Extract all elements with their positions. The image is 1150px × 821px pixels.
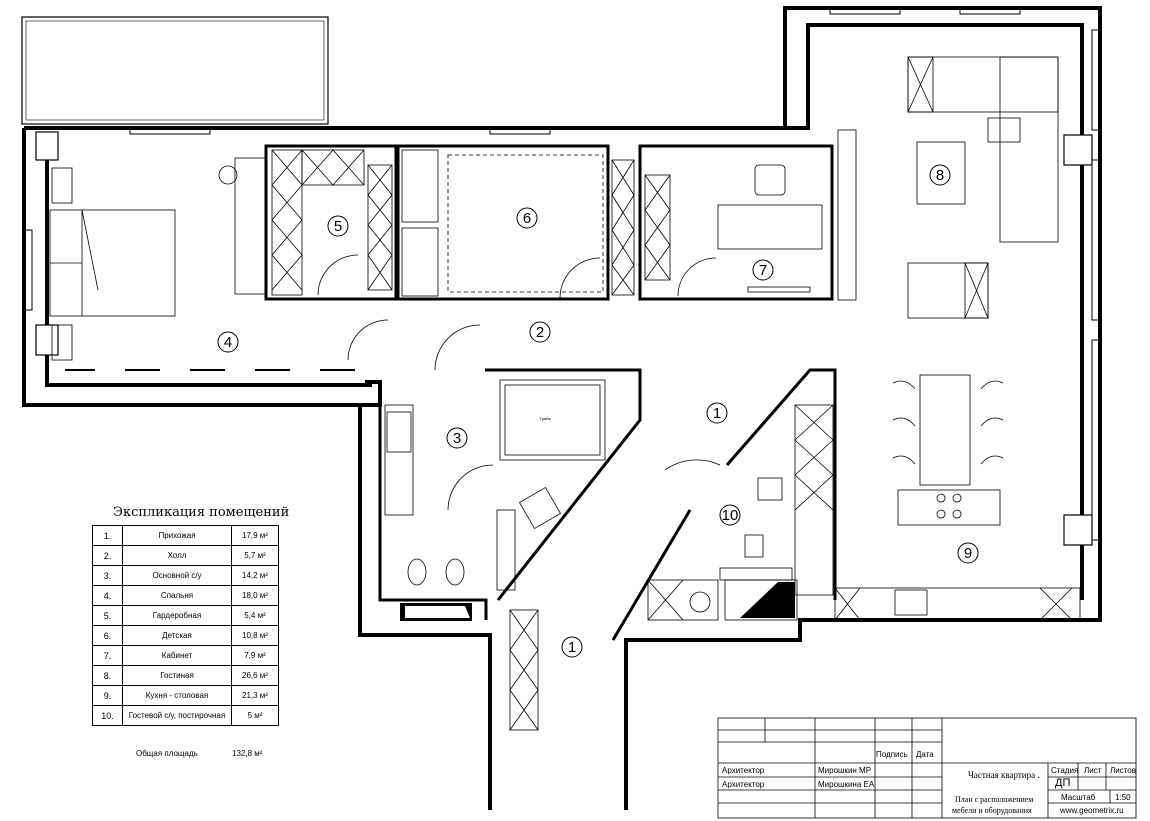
name-2: Мирошкина ЕА bbox=[818, 780, 875, 789]
room-number-8: 8 bbox=[936, 167, 944, 184]
room-number-1-top: 1 bbox=[713, 405, 721, 422]
balcony bbox=[21, 16, 329, 125]
room-number-10: 10 bbox=[722, 507, 739, 524]
signature-label: Подпись bbox=[876, 750, 908, 759]
kids-room-furniture bbox=[401, 149, 635, 299]
sheets-label: Листов bbox=[1110, 766, 1136, 775]
kitchen-furniture bbox=[794, 374, 1081, 621]
windows bbox=[23, 7, 1101, 541]
sheet-title-line1: План с расположением bbox=[955, 795, 1034, 804]
room-number-5: 5 bbox=[334, 218, 342, 235]
scale-label: Масштаб bbox=[1061, 793, 1096, 802]
scale-value: 1:50 bbox=[1115, 793, 1131, 802]
guest-wc-furniture bbox=[647, 477, 798, 621]
interior-walls bbox=[264, 144, 837, 641]
sheet-title-line2: мебели и оборудования bbox=[952, 806, 1032, 815]
legend-total-value: 132,8 м² bbox=[232, 749, 263, 758]
bathroom-furniture bbox=[384, 379, 606, 591]
role-2: Архитектор bbox=[722, 780, 765, 789]
site-url: www.geometrix.ru bbox=[1060, 806, 1124, 815]
bed bbox=[49, 157, 266, 361]
role-1: Архитектор bbox=[722, 766, 765, 775]
room-number-3: 3 bbox=[453, 430, 461, 447]
room-number-7: 7 bbox=[759, 262, 767, 279]
room-number-1-bottom: 1 bbox=[568, 639, 576, 656]
room-number-2: 2 bbox=[536, 324, 544, 341]
date-label: Дата bbox=[916, 750, 934, 759]
stage-label: Стадия bbox=[1051, 766, 1079, 775]
legend-title: Экспликация помещений bbox=[113, 505, 290, 520]
room-number-6: 6 bbox=[523, 210, 531, 227]
room-markers: 4 5 6 7 8 2 3 1 1 10 9 Тумба bbox=[217, 164, 979, 658]
legend-total-label: Общая площадь bbox=[136, 749, 198, 758]
living-room-furniture bbox=[837, 56, 1059, 319]
tub-label: Тумба bbox=[539, 416, 551, 421]
stage-value: ДП bbox=[1055, 777, 1071, 789]
hallway-items bbox=[347, 319, 721, 731]
wardrobe-shelves bbox=[271, 149, 393, 296]
name-1: Мирошкин МР bbox=[818, 766, 872, 775]
room-number-9: 9 bbox=[964, 545, 972, 562]
sheet-label: Лист bbox=[1084, 766, 1102, 775]
study-furniture bbox=[644, 164, 823, 297]
room-number-4: 4 bbox=[224, 334, 232, 351]
title-block bbox=[717, 717, 1137, 819]
project-name: Частная квартира . bbox=[968, 770, 1040, 780]
